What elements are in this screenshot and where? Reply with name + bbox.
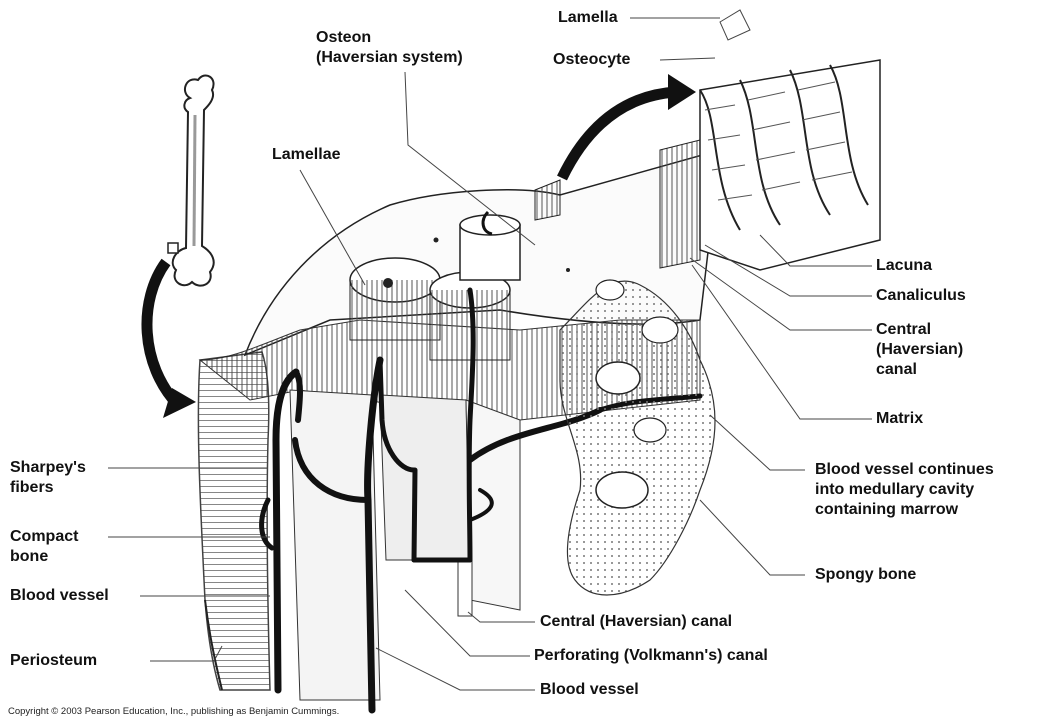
label-spongy-bone: Spongy bone	[815, 565, 916, 585]
label-osteon: Osteon (Haversian system)	[316, 28, 463, 68]
label-blood-vessel-continues: Blood vessel continues into medullary ca…	[815, 460, 994, 520]
label-central-canal-right: Central (Haversian) canal	[876, 320, 963, 380]
label-canaliculus: Canaliculus	[876, 286, 966, 306]
label-compact-bone-line2: bone	[10, 547, 78, 567]
label-central-canal-bottom: Central (Haversian) canal	[540, 612, 732, 632]
label-blood-vessel-bottom: Blood vessel	[540, 680, 639, 700]
label-osteocyte: Osteocyte	[553, 50, 630, 70]
copyright-notice: Copyright © 2003 Pearson Education, Inc.…	[8, 706, 339, 717]
label-blood-vessel-left: Blood vessel	[10, 586, 109, 606]
label-lacuna: Lacuna	[876, 256, 932, 276]
label-lamellae: Lamellae	[272, 145, 340, 165]
whole-bone-icon	[168, 75, 214, 285]
label-blood-vessel-continues-line1: Blood vessel continues	[815, 460, 994, 480]
label-perforating-canal: Perforating (Volkmann's) canal	[534, 646, 768, 666]
label-osteon-line1: Osteon	[316, 28, 463, 48]
label-sharpeys-fibers-line2: fibers	[10, 478, 86, 498]
label-sharpeys-fibers: Sharpey's fibers	[10, 458, 86, 498]
label-periosteum: Periosteum	[10, 651, 97, 671]
label-sharpeys-fibers-line1: Sharpey's	[10, 458, 86, 478]
label-central-canal-right-line3: canal	[876, 360, 963, 380]
magnified-osteon	[660, 10, 880, 270]
label-central-canal-right-line2: (Haversian)	[876, 340, 963, 360]
label-lamella: Lamella	[558, 8, 618, 28]
label-compact-bone: Compact bone	[10, 527, 78, 567]
label-blood-vessel-continues-line3: containing marrow	[815, 500, 994, 520]
label-matrix: Matrix	[876, 409, 923, 429]
label-blood-vessel-continues-line2: into medullary cavity	[815, 480, 994, 500]
label-compact-bone-line1: Compact	[10, 527, 78, 547]
label-osteon-line2: (Haversian system)	[316, 48, 463, 68]
label-central-canal-right-line1: Central	[876, 320, 963, 340]
